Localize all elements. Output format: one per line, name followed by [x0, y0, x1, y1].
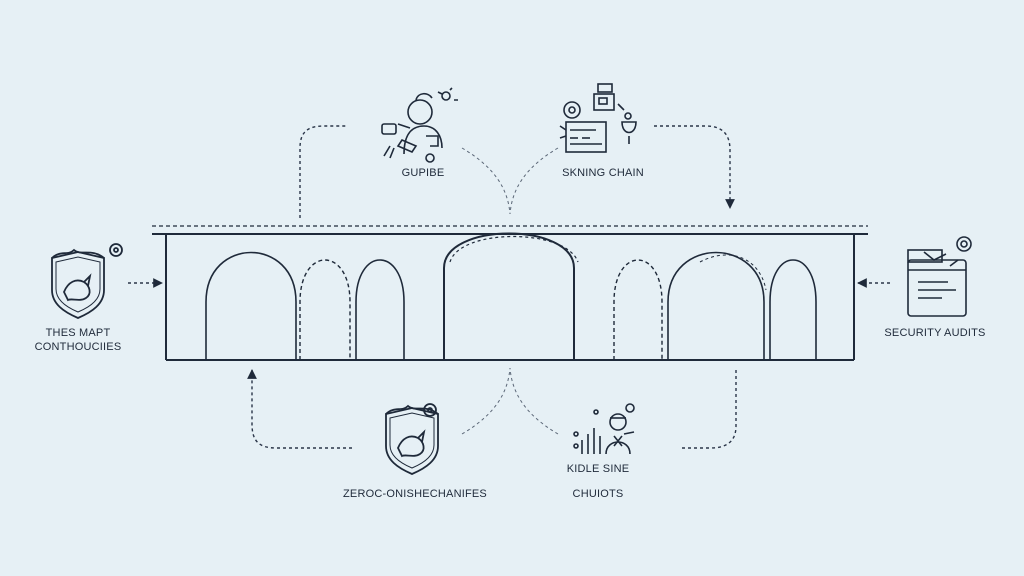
connector-top-right — [654, 125, 735, 209]
shield-fox-icon — [51, 243, 123, 319]
node-label-bottom-right: KIDLE SINE CHUIOTS — [548, 462, 648, 501]
bridge-arch — [769, 259, 817, 360]
node-label-top-left: GUPIBE — [401, 167, 445, 179]
audit-document-icon — [907, 236, 972, 317]
node-label-left-line2: CONTHOUCIIES — [34, 341, 122, 353]
bridge — [152, 225, 868, 361]
node-label-bottom-left: ZEROC-ONISHECHANIFES — [343, 488, 487, 500]
bridge-arch-shadow — [449, 235, 579, 263]
shield-fox-icon — [385, 403, 439, 475]
connectors — [128, 125, 890, 449]
curved-flows — [461, 147, 559, 435]
supply-chain-icon — [559, 83, 637, 153]
node-label-left: THES MAPT CONTHOUCIIES — [28, 326, 128, 354]
bridge-arch-shadow — [699, 254, 767, 291]
connector-top-left — [299, 125, 348, 218]
connector-bottom-left — [247, 369, 352, 449]
node-label-right: SECURITY AUDITS — [884, 327, 986, 339]
node-label-top-right: SKNING CHAIN — [562, 167, 644, 179]
bridge-arch — [299, 259, 351, 360]
flow-curve-bottom-right — [509, 367, 559, 435]
bridge-arch — [355, 259, 405, 360]
chart-person-icon — [573, 403, 635, 455]
bridge-arch — [667, 251, 765, 360]
node-label-bottom-right-line2: CHUIOTS — [572, 488, 624, 500]
node-label-bottom-right-line1: KIDLE SINE — [566, 463, 630, 475]
flow-curve-top-left — [461, 147, 511, 215]
bridge-arch — [205, 251, 297, 360]
node-label-left-line1: THES MAPT — [45, 327, 111, 339]
flow-curve-top-right — [509, 147, 559, 215]
bridge-arch — [443, 232, 575, 360]
bridge-arch — [613, 259, 663, 360]
connector-bottom-right — [682, 370, 737, 449]
flow-curve-bottom-left — [461, 367, 511, 435]
person-device-icon — [381, 87, 458, 163]
